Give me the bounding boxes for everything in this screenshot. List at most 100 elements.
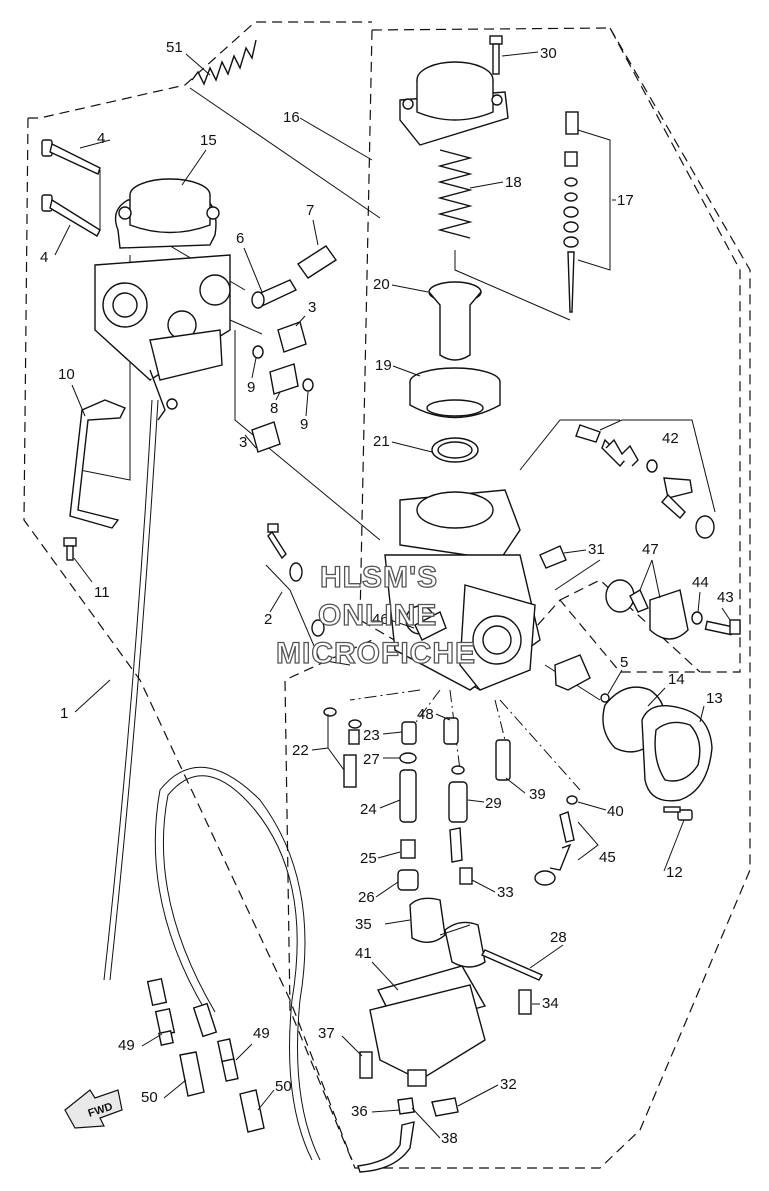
o-ring-9-right xyxy=(302,378,314,392)
washer-44 xyxy=(691,611,703,625)
callout-18: 18 xyxy=(505,174,522,191)
callout-49-left: 49 xyxy=(118,1037,135,1054)
diaphragm-19 xyxy=(409,367,501,419)
callout-36: 36 xyxy=(351,1103,368,1120)
bracket-10 xyxy=(69,399,126,529)
callout-33: 33 xyxy=(497,884,514,901)
screw-30 xyxy=(489,35,503,75)
callout-11: 11 xyxy=(94,584,110,601)
callout-41: 41 xyxy=(355,945,372,962)
callout-1: 1 xyxy=(60,705,68,722)
callout-32: 32 xyxy=(500,1076,517,1093)
callout-39: 39 xyxy=(529,786,546,803)
callout-3-upper: 3 xyxy=(308,299,316,316)
callout-17: 17 xyxy=(617,192,634,209)
callout-9-right: 9 xyxy=(300,416,308,433)
carburetor-main-body xyxy=(384,489,541,691)
cable-end-49-right xyxy=(217,1038,239,1082)
watermark-line-1: HLSM'S xyxy=(320,561,438,594)
boot-50-left xyxy=(179,1051,205,1097)
callout-48: 48 xyxy=(417,706,434,723)
callout-13: 13 xyxy=(706,690,723,707)
bolt-4-upper xyxy=(41,139,101,175)
pilot-screw-set-42 xyxy=(575,419,716,539)
group-outlines xyxy=(23,21,751,1169)
callout-26: 26 xyxy=(358,889,375,906)
screw-37 xyxy=(359,1051,373,1079)
callout-12: 12 xyxy=(666,864,683,881)
carburetor-left-assembly xyxy=(94,178,231,421)
callout-25: 25 xyxy=(360,850,377,867)
callout-10: 10 xyxy=(58,366,75,383)
spring-51 xyxy=(191,39,257,86)
callout-42: 42 xyxy=(662,430,679,447)
jet-48 xyxy=(443,717,459,745)
jet-46 xyxy=(414,611,447,641)
screw-34 xyxy=(518,989,532,1015)
callout-leaders xyxy=(54,51,731,1139)
callout-28: 28 xyxy=(550,929,567,946)
diaphragm-cover-16 xyxy=(399,61,509,146)
watermark-line-3: MICROFICHE xyxy=(276,637,476,670)
pilot-jet-22 xyxy=(323,707,362,788)
callout-15: 15 xyxy=(200,132,217,149)
callout-51: 51 xyxy=(166,39,183,56)
callout-34: 34 xyxy=(542,995,559,1012)
callout-30: 30 xyxy=(540,45,557,62)
cover-13 xyxy=(641,705,713,802)
callout-16: 16 xyxy=(283,109,300,126)
float-valve-29 xyxy=(448,765,468,863)
throttle-cable-1 xyxy=(103,399,321,1161)
fitting-31 xyxy=(539,545,567,569)
clip-38 xyxy=(397,1097,415,1115)
hose-joint-6 xyxy=(251,279,297,309)
main-jet-25 xyxy=(400,839,416,859)
throttle-stop-45 xyxy=(534,811,599,886)
callout-21: 21 xyxy=(373,433,390,450)
bolt-4-lower xyxy=(41,194,101,237)
callout-46: 46 xyxy=(372,611,389,628)
pipe-7 xyxy=(297,245,337,279)
callout-37: 37 xyxy=(318,1025,335,1042)
spring-18 xyxy=(437,149,473,239)
float-bowl xyxy=(369,984,486,1087)
callout-43: 43 xyxy=(717,589,734,606)
callout-7: 7 xyxy=(306,202,314,219)
callout-45: 45 xyxy=(599,849,616,866)
callout-9-left: 9 xyxy=(247,379,255,396)
callout-49-right: 49 xyxy=(253,1025,270,1042)
screw-11 xyxy=(63,537,77,561)
callout-47: 47 xyxy=(642,541,659,558)
callout-8: 8 xyxy=(270,400,278,417)
callout-4-upper: 4 xyxy=(97,130,105,147)
o-ring-27 xyxy=(399,752,417,764)
watermark-line-2: ONLINE xyxy=(318,599,437,632)
callout-22: 22 xyxy=(292,742,309,759)
needle-jet-24 xyxy=(399,769,417,823)
pipe-3-lower xyxy=(251,421,281,453)
cable-end-49-left xyxy=(154,1007,176,1046)
callout-27: 27 xyxy=(363,751,380,768)
callout-19: 19 xyxy=(375,357,392,374)
choke-assembly-47 xyxy=(605,579,689,640)
washer-26 xyxy=(397,869,419,891)
callout-4-lower: 4 xyxy=(40,249,48,266)
callout-24: 24 xyxy=(360,801,377,818)
callout-labels: 51 30 16 4 15 18 17 7 4 6 20 3 10 9 19 8… xyxy=(40,39,734,1147)
callout-35: 35 xyxy=(355,916,372,933)
callout-6: 6 xyxy=(236,230,244,247)
fwd-arrow-icon: FWD xyxy=(64,1089,123,1129)
ring-21 xyxy=(431,437,479,463)
boot-50-right xyxy=(239,1089,265,1133)
o-ring-9-left xyxy=(252,345,264,359)
callout-40: 40 xyxy=(607,803,624,820)
callout-38: 38 xyxy=(441,1130,458,1147)
pipe-3-upper xyxy=(277,321,307,353)
callout-44: 44 xyxy=(692,574,709,591)
watermark: HLSM'S ONLINE MICROFICHE xyxy=(275,560,476,670)
callout-5: 5 xyxy=(620,654,628,671)
callout-31: 31 xyxy=(588,541,605,558)
float-35 xyxy=(409,897,486,968)
callout-14: 14 xyxy=(668,671,685,688)
